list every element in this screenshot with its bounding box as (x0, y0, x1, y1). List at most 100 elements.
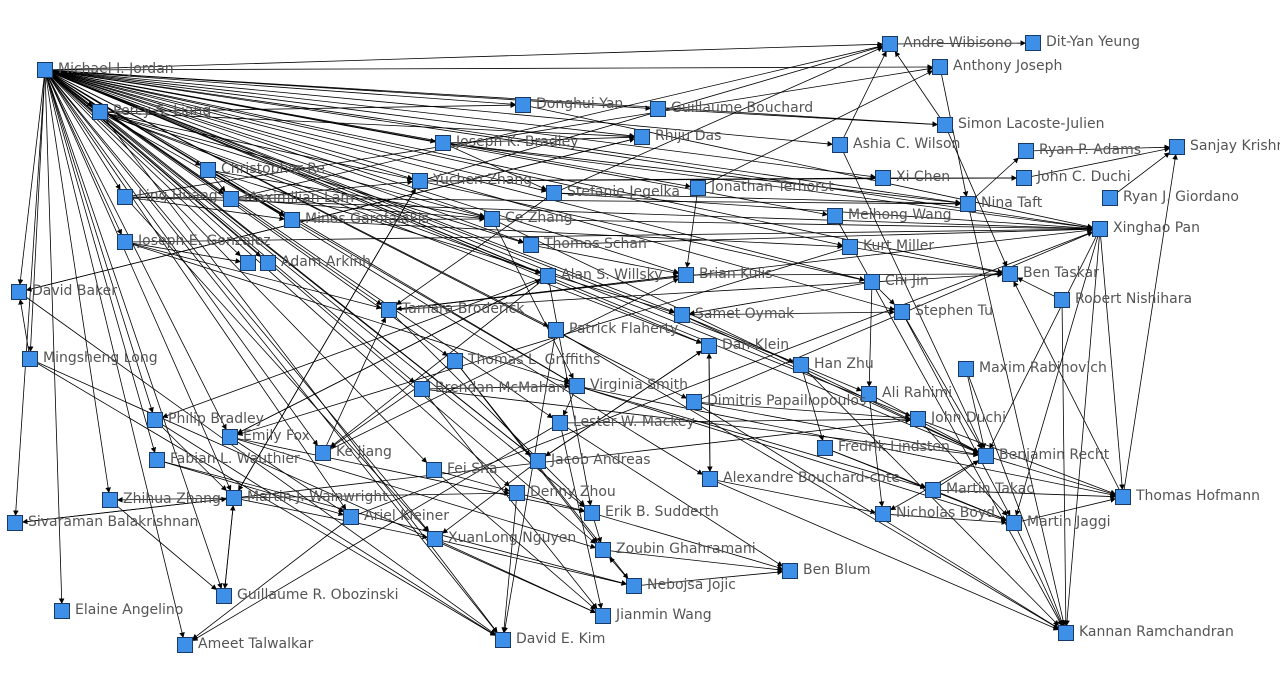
node-square[interactable] (447, 353, 463, 369)
node-square[interactable] (54, 603, 70, 619)
node-recht[interactable]: Benjamin Recht (978, 447, 1110, 464)
node-zhihua[interactable]: Zhihua Zhang (102, 491, 221, 508)
node-balakrishnan[interactable]: Sivaraman Balakrishnan (7, 514, 199, 531)
node-andreas[interactable]: Jacob Andreas (530, 452, 651, 469)
node-square[interactable] (117, 234, 133, 250)
node-square[interactable] (552, 415, 568, 431)
node-square[interactable] (875, 506, 891, 522)
node-square[interactable] (864, 274, 880, 290)
node-square[interactable] (910, 411, 926, 427)
node-ghahramani[interactable]: Zoubin Ghahramani (595, 541, 756, 558)
node-takac[interactable]: Martin Takac (925, 481, 1035, 498)
node-stephentu[interactable]: Stephen Tu (894, 303, 993, 320)
node-mackey[interactable]: Lester W. Mackey (552, 414, 695, 431)
node-square[interactable] (842, 239, 858, 255)
node-fox[interactable]: Emily Fox (222, 428, 310, 445)
node-bradleyjk[interactable]: Joseph K. Bradley (435, 134, 579, 151)
node-square[interactable] (412, 173, 428, 189)
node-square[interactable] (540, 268, 556, 284)
node-square[interactable] (484, 211, 500, 227)
node-kim[interactable]: David E. Kim (495, 631, 606, 648)
node-square[interactable] (495, 632, 511, 648)
node-long[interactable]: Mingsheng Long (22, 350, 158, 367)
node-square[interactable] (216, 588, 232, 604)
node-liang[interactable]: Percy S. Liang (92, 103, 212, 120)
node-jojic[interactable]: Nebojsa Jojic (626, 577, 736, 594)
node-obozinski[interactable]: Guillaume R. Obozinski (216, 587, 399, 604)
node-griffiths[interactable]: Thomas L. Griffiths (447, 352, 601, 369)
node-kleiner[interactable]: Ariel Kleiner (343, 508, 450, 525)
node-square[interactable] (1169, 139, 1185, 155)
node-square[interactable] (690, 180, 706, 196)
node-hofmann[interactable]: Thomas Hofmann (1115, 488, 1260, 505)
node-square[interactable] (515, 97, 531, 113)
node-bouchard[interactable]: Guillaume Bouchard (650, 100, 814, 117)
node-square[interactable] (435, 135, 451, 151)
node-cezhang[interactable]: Ce Zhang (484, 210, 573, 227)
node-nishihara[interactable]: Robert Nishihara (1054, 291, 1193, 308)
node-yuchen[interactable]: Yuchen Zhang (412, 172, 533, 189)
node-bouchardcote[interactable]: Alexandre Bouchard-cote (702, 470, 900, 487)
node-square[interactable] (674, 307, 690, 323)
node-square[interactable] (1058, 625, 1074, 641)
node-square[interactable] (701, 338, 717, 354)
node-square[interactable] (7, 515, 23, 531)
node-arkin[interactable]: Adam Arkinh (260, 254, 371, 271)
node-broderick[interactable]: Tamara Broderick (381, 301, 526, 318)
node-square[interactable] (1102, 190, 1118, 206)
node-terhorst[interactable]: Jonathan Terhorst (690, 179, 835, 196)
node-mcmahan[interactable]: Brendan McMahan (414, 380, 566, 397)
node-lindsten[interactable]: Fredrik Lindsten (817, 439, 950, 456)
node-square[interactable] (650, 101, 666, 117)
node-square[interactable] (702, 471, 718, 487)
node-square[interactable] (937, 117, 953, 133)
node-kulis[interactable]: Brian Kulis (678, 266, 773, 283)
node-square[interactable] (817, 440, 833, 456)
node-talwalkar[interactable]: Ameet Talwalkar (177, 636, 314, 653)
node-donghui[interactable]: Donghui Yan (515, 96, 624, 113)
node-jaggi[interactable]: Martin Jaggi (1006, 514, 1111, 531)
node-square[interactable] (426, 462, 442, 478)
node-square[interactable] (315, 445, 331, 461)
node-jegelka[interactable]: Stefanie Jegelka (546, 184, 680, 201)
node-bradleyp[interactable]: Philip Bradley (147, 411, 264, 428)
node-rhiju[interactable]: Rhiju Das (634, 128, 722, 145)
node-huang[interactable]: Ling Huang (117, 188, 218, 205)
node-xinghao[interactable]: Xinghao Pan (1092, 220, 1200, 237)
node-square[interactable] (548, 322, 564, 338)
node-square[interactable] (1054, 292, 1070, 308)
node-sudderth[interactable]: Erik B. Sudderth (584, 504, 719, 521)
node-square[interactable] (832, 137, 848, 153)
node-lam[interactable]: Maximilian Lam (223, 190, 355, 207)
node-square[interactable] (861, 386, 877, 402)
node-square[interactable] (177, 637, 193, 653)
node-square[interactable] (595, 608, 611, 624)
node-lacoste[interactable]: Simon Lacoste-Julien (937, 116, 1105, 133)
node-square[interactable] (226, 490, 242, 506)
node-square[interactable] (1002, 266, 1018, 282)
node-hanzhu[interactable]: Han Zhu (793, 356, 874, 373)
node-square[interactable] (381, 302, 397, 318)
node-dennyzhou[interactable]: Denny Zhou (509, 484, 616, 501)
node-square[interactable] (882, 36, 898, 52)
node-square[interactable] (932, 59, 948, 75)
node-square[interactable] (782, 563, 798, 579)
node-square[interactable] (37, 62, 53, 78)
node-yeung[interactable]: Dit-Yan Yeung (1025, 34, 1141, 51)
node-square[interactable] (569, 378, 585, 394)
node-arkin1[interactable] (240, 255, 256, 271)
node-rabinovich[interactable]: Maxim Rabinovich (958, 360, 1107, 377)
node-square[interactable] (1025, 35, 1041, 51)
node-duchi[interactable]: John Duchi (910, 410, 1007, 427)
node-square[interactable] (509, 485, 525, 501)
node-square[interactable] (793, 357, 809, 373)
node-square[interactable] (414, 381, 430, 397)
node-taskar[interactable]: Ben Taskar (1002, 265, 1100, 282)
node-square[interactable] (240, 255, 256, 271)
node-chijin[interactable]: Chi Jin (864, 273, 929, 290)
node-taft[interactable]: Nina Taft (960, 195, 1043, 212)
node-angelino[interactable]: Elaine Angelino (54, 602, 184, 619)
node-square[interactable] (149, 452, 165, 468)
node-square[interactable] (102, 492, 118, 508)
node-square[interactable] (875, 170, 891, 186)
